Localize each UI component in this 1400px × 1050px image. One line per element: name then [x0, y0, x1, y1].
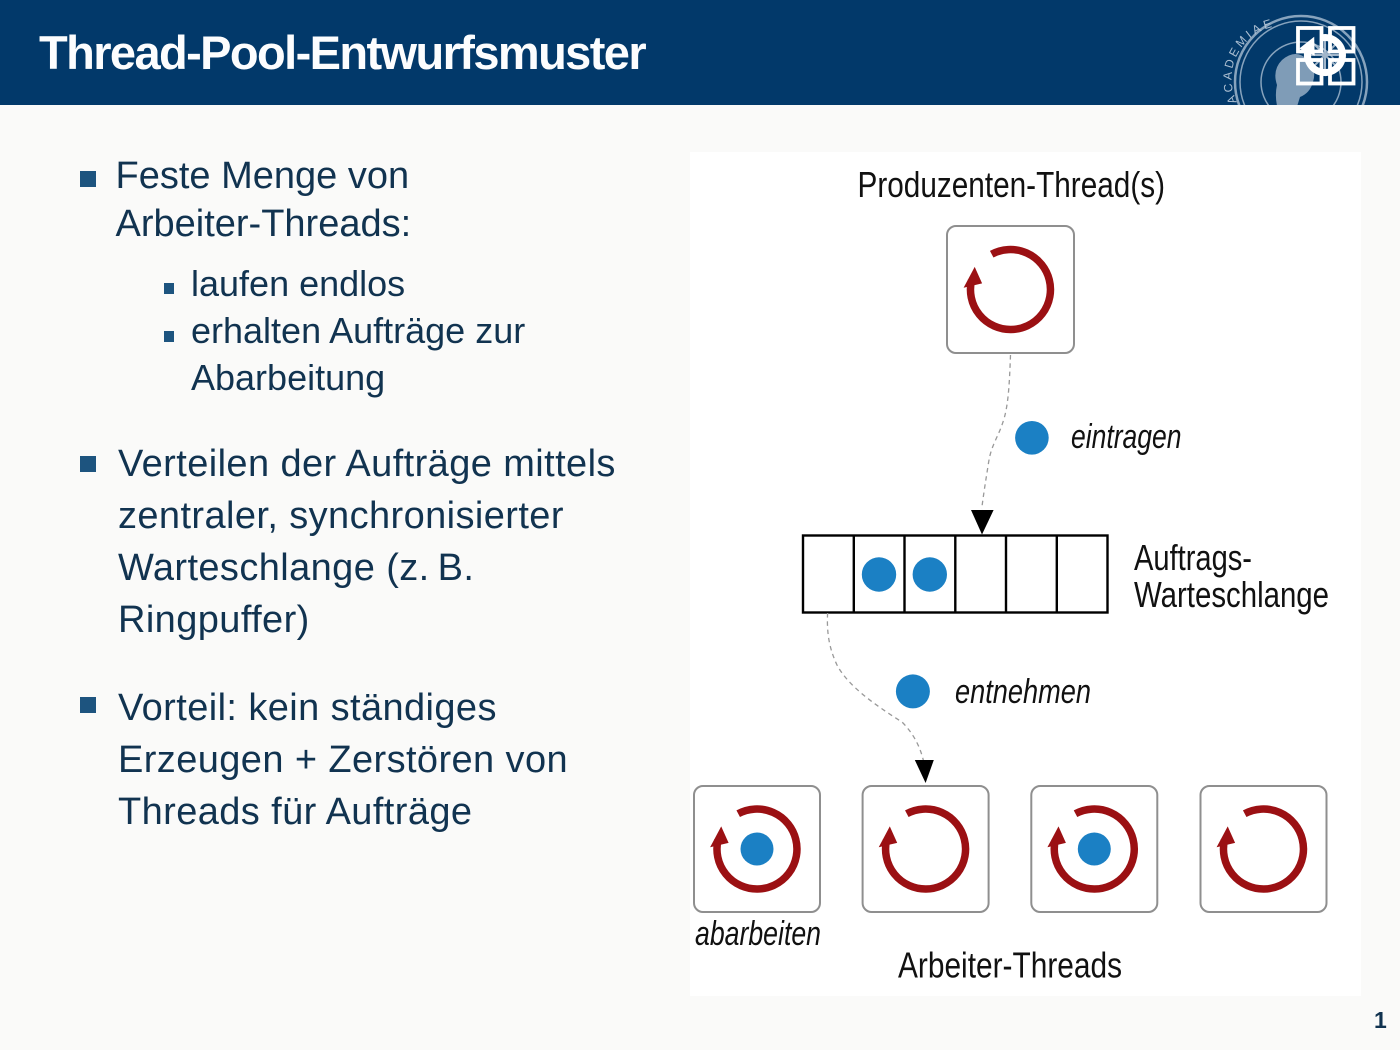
svg-text:eintragen: eintragen	[1071, 418, 1182, 456]
svg-text:Produzenten-Thread(s): Produzenten-Thread(s)	[858, 164, 1166, 205]
svg-text:Arbeiter-Threads: Arbeiter-Threads	[898, 945, 1122, 986]
svg-text:Auftrags-: Auftrags-	[1134, 537, 1252, 578]
svg-text:Warteschlange: Warteschlange	[1134, 574, 1329, 615]
svg-text:abarbeiten: abarbeiten	[695, 915, 821, 953]
svg-text:entnehmen: entnehmen	[955, 673, 1091, 711]
